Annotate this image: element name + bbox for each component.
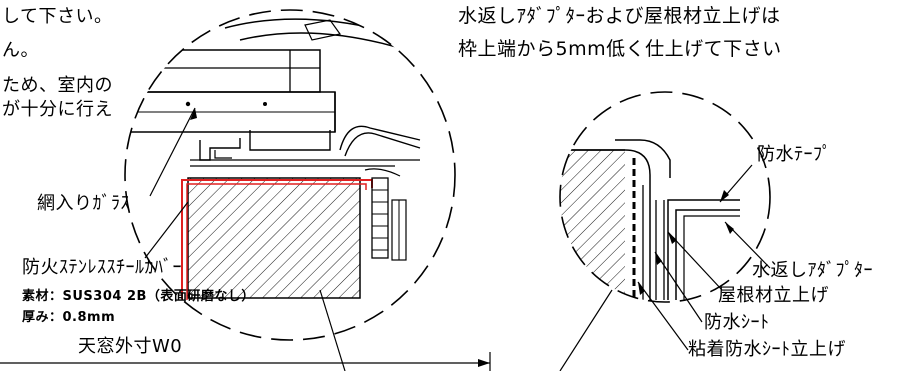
label-adhesive-sheet: 粘着防水ｼｰﾄ立上げ bbox=[688, 339, 846, 360]
label-skylight-dimension: 天窓外寸W0 bbox=[78, 336, 183, 357]
label-wired-glass: 網入りｶﾞﾗｽ bbox=[37, 193, 130, 214]
left-detail-contents bbox=[125, 18, 455, 300]
dimension-line bbox=[0, 352, 491, 371]
left-detail-circle bbox=[124, 9, 456, 341]
label-roof-upstand: 屋根材立上げ bbox=[718, 285, 829, 306]
label-fire-cover: 防火ｽﾃﾝﾚｽｽﾁｰﾙｶﾊﾞｰ bbox=[22, 257, 182, 278]
label-water-adapter: 水返しｱﾀﾞﾌﾟﾀｰ bbox=[752, 260, 873, 281]
label-waterproof-sheet: 防水ｼｰﾄ bbox=[704, 312, 770, 333]
label-waterproof-tape: 防水ﾃｰﾌﾟ bbox=[757, 144, 832, 165]
right-detail-contents bbox=[560, 139, 740, 302]
label-material: 素材：SUS304 2B（表面研磨なし） bbox=[22, 289, 255, 304]
right-note-line-1: 水返しｱﾀﾞﾌﾟﾀｰおよび屋根材立上げは bbox=[458, 5, 781, 27]
left-leaders bbox=[144, 107, 346, 371]
note-line-4: が十分に行え bbox=[2, 99, 113, 120]
left-notes-clip: して下さい。 ん。 ため、室内の が十分に行え bbox=[0, 0, 150, 130]
right-leader-arrows bbox=[638, 190, 734, 295]
right-note-line-2: 枠上端から5mm低く仕上げて下さい bbox=[458, 38, 782, 60]
glass-leader-arrow bbox=[190, 108, 197, 120]
note-line-3: ため、室内の bbox=[2, 75, 113, 96]
label-thickness: 厚み：0.8mm bbox=[22, 310, 116, 325]
note-line-2: ん。 bbox=[2, 40, 39, 61]
note-line-1: して下さい。 bbox=[2, 6, 113, 27]
